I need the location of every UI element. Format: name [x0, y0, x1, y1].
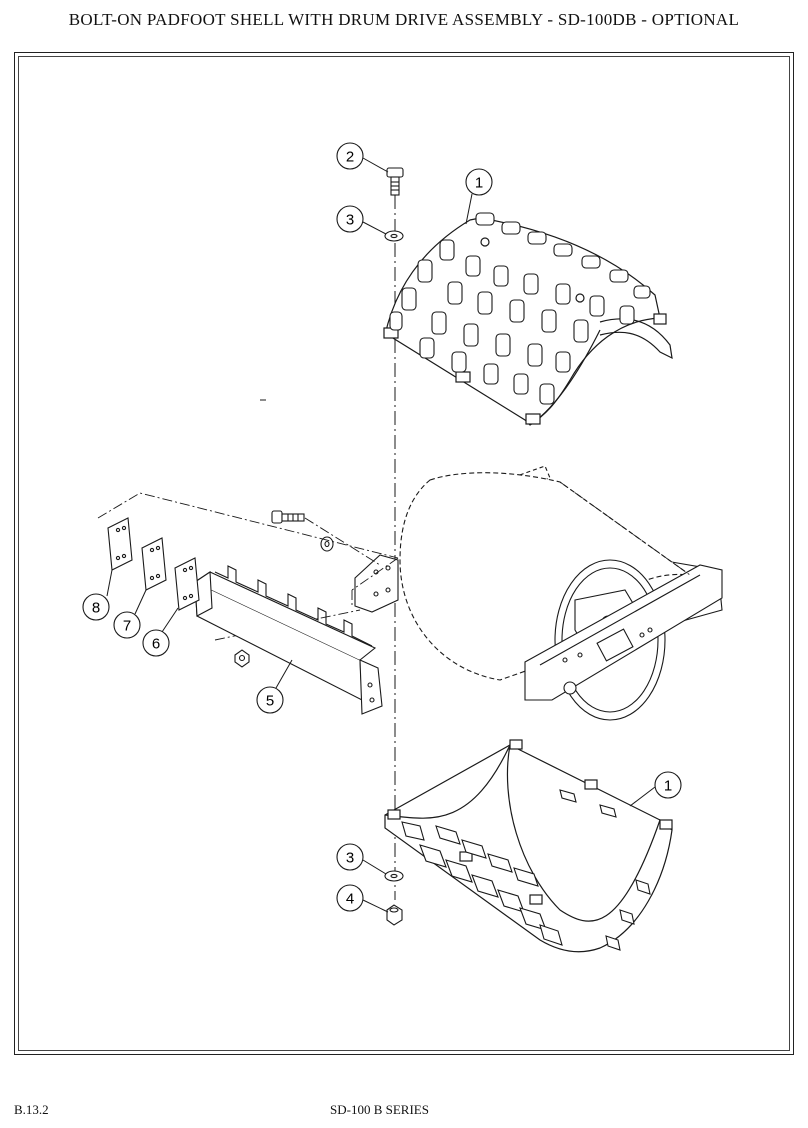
padfoot-pads-top	[389, 212, 651, 405]
shim-7-plate	[141, 537, 167, 591]
callout-5: 5	[256, 686, 284, 714]
side-bolt-axis	[304, 517, 381, 566]
svg-text:4: 4	[346, 891, 354, 908]
svg-text:2: 2	[346, 149, 354, 166]
bolt-top	[386, 167, 404, 196]
callout-8: 8	[82, 593, 110, 621]
shim-8-plate	[107, 517, 133, 571]
svg-text:5: 5	[266, 693, 274, 710]
callout-7: 7	[113, 611, 141, 639]
drawing-frame	[14, 52, 794, 1055]
washer-bottom	[384, 870, 404, 882]
callout-1-top: 1	[465, 168, 493, 196]
padfoot-pads-bottom	[401, 789, 651, 951]
callout-2: 2	[336, 142, 364, 170]
page-title: BOLT-ON PADFOOT SHELL WITH DRUM DRIVE AS…	[68, 10, 740, 29]
svg-text:7: 7	[123, 618, 131, 635]
footer-series: SD-100 B SERIES	[330, 1102, 429, 1117]
svg-text:1: 1	[664, 778, 672, 795]
drum-assembly	[354, 465, 723, 721]
drawing-frame-inner	[18, 56, 790, 1051]
svg-text:3: 3	[346, 850, 354, 867]
callout-lines	[106, 157, 656, 913]
callout-1-bottom: 1	[654, 771, 682, 799]
side-washer	[320, 536, 334, 552]
washer-top	[384, 230, 404, 242]
svg-text:1: 1	[475, 175, 483, 192]
svg-text:8: 8	[92, 600, 100, 617]
callout-6: 6	[142, 629, 170, 657]
callout-3-top: 3	[336, 205, 364, 233]
bar-nut	[234, 649, 250, 668]
shims	[107, 517, 200, 611]
callout-3-bottom: 3	[336, 843, 364, 871]
callout-4: 4	[336, 884, 364, 912]
scraper-bar	[194, 565, 383, 715]
nut-bottom	[386, 904, 403, 926]
footer-page-code: B.13.2	[14, 1102, 49, 1117]
padfoot-shell-bottom	[384, 739, 673, 953]
shim-6-plate	[174, 557, 200, 611]
svg-text:3: 3	[346, 212, 354, 229]
svg-text:6: 6	[152, 636, 160, 653]
side-bolt	[271, 510, 305, 524]
